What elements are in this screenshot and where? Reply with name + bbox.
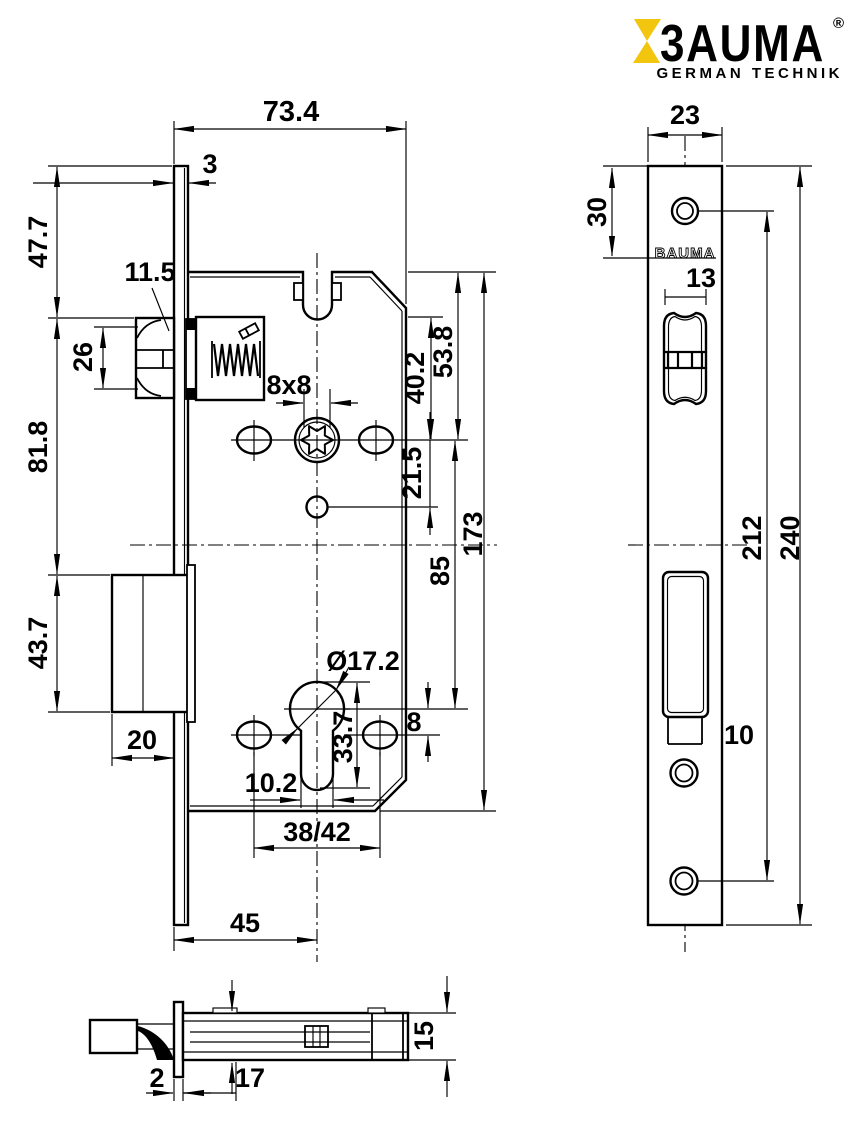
- dim-faceplate-width: 23: [670, 100, 700, 130]
- side-dimensions: 15 2 17: [146, 976, 456, 1101]
- dim-follower-square: 8x8: [266, 370, 311, 400]
- lock-case-outline: [188, 270, 408, 813]
- dim-handle-hole-spacing: 38/42: [283, 817, 351, 847]
- dim-faceplate-length: 240: [775, 515, 805, 560]
- front-dimensions: 73.4 3 47.7 81.8 43.7 11.5 26: [23, 96, 496, 951]
- faceplate-view: BAUMA 23: [582, 100, 812, 952]
- side-view: 15 2 17: [88, 976, 456, 1101]
- dim-deadbolt-throw: 20: [127, 725, 157, 755]
- faceplate-dimensions: 23 30 13 10 212 240: [582, 100, 812, 926]
- registered-mark: ®: [833, 15, 844, 32]
- dim-top-to-follower: 53.8: [428, 326, 458, 379]
- dim-latch-to-deadbolt: 81.8: [23, 421, 53, 474]
- notch-tab-left: [293, 282, 304, 301]
- dim-latch-callout: 11.5: [124, 257, 175, 287]
- dim-top-to-latch: 47.7: [23, 216, 53, 269]
- dim-backset: 45: [230, 908, 260, 938]
- bottom-cutout: [667, 717, 703, 745]
- deadbolt: [110, 564, 196, 723]
- screw-hole-top: [670, 196, 700, 226]
- case-side-outline: [181, 1011, 410, 1062]
- latch-opening: [662, 311, 708, 406]
- notch-tab-right: [331, 282, 342, 301]
- dim-faceplate-thickness: 3: [202, 149, 217, 179]
- screw-hole-middle: [669, 758, 699, 788]
- dim-top-to-screw-hole: 30: [582, 197, 612, 227]
- brand-wordmark: 3AUMA: [660, 15, 825, 73]
- dim-cylinder-to-hole: 8: [406, 707, 421, 737]
- dim-cylinder-diameter: Ø17.2: [326, 646, 400, 676]
- dim-latch-to-follower: 40.2: [400, 352, 430, 405]
- dim-cylinder-cutout-height: 33.7: [328, 711, 358, 764]
- latch-screw: [237, 322, 261, 340]
- lock-case-inner-edges: [190, 276, 403, 807]
- dim-bottom-cutout-width: 10: [724, 720, 754, 750]
- latch-head-side: [88, 1018, 139, 1055]
- faceplate-side: [172, 1000, 185, 1079]
- dim-case-thickness: 15: [409, 1021, 439, 1051]
- dim-overall-width: 73.4: [263, 96, 319, 128]
- dim-follower-to-cylinder: 85: [425, 556, 455, 586]
- faceplate-outline: [172, 164, 190, 927]
- dim-follower-to-hole: 21.5: [397, 447, 427, 500]
- faceplate-stamp: BAUMA: [655, 245, 716, 262]
- dim-deadbolt-height: 43.7: [23, 617, 53, 670]
- fixing-hole: [305, 495, 329, 519]
- logo-triangle-bottom: [633, 41, 660, 63]
- screw-hole-bottom: [669, 866, 699, 896]
- dim-screw-hole-spacing: 212: [737, 515, 767, 560]
- logo-triangle-top: [634, 19, 661, 41]
- case-side-details: [183, 1007, 408, 1060]
- dim-cylinder-tail-width: 10.2: [245, 768, 298, 798]
- latch-bolt: [134, 315, 266, 402]
- dim-latch-height: 26: [68, 342, 98, 372]
- latch-spring: [212, 343, 260, 377]
- bauma-logo: 3AUMA ® GERMAN TECHNIK: [633, 15, 844, 82]
- dim-case-height: 173: [458, 511, 488, 556]
- dim-side-plate-thickness: 2: [149, 1063, 164, 1093]
- deadbolt-opening: [661, 570, 710, 719]
- brand-tagline: GERMAN TECHNIK: [657, 65, 844, 82]
- front-view: 73.4 3 47.7 81.8 43.7 11.5 26: [23, 96, 497, 962]
- latch-bevel-wedge: [138, 1026, 174, 1060]
- dim-case-offset: 17: [235, 1063, 265, 1093]
- dim-latch-opening-width: 13: [686, 263, 716, 293]
